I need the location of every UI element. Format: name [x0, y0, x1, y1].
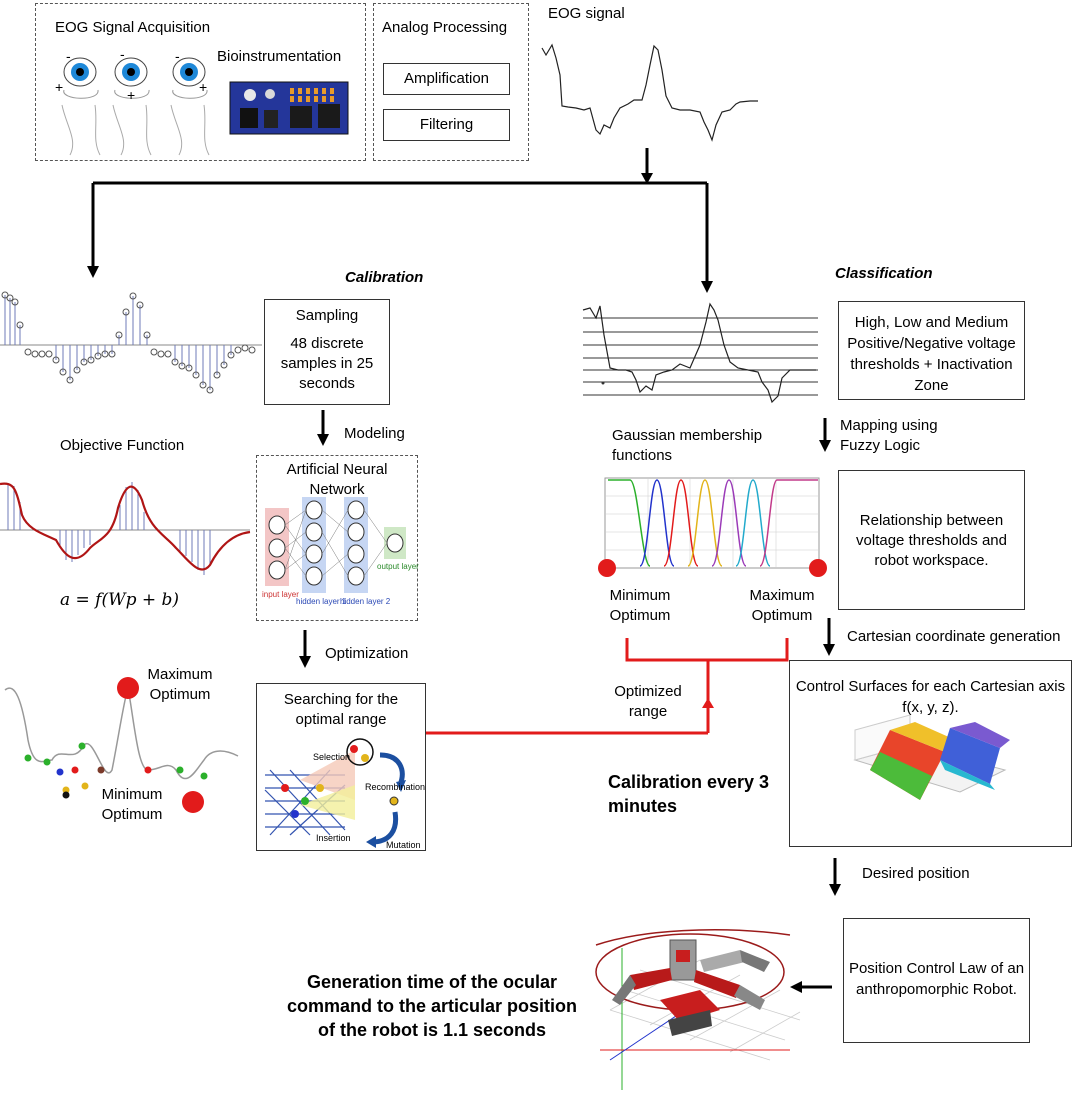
ga-mutation-label: Mutation — [386, 840, 421, 850]
optimized-range-label: Optimized range — [614, 683, 682, 720]
ann-formula: a = f(Wp + b) — [60, 590, 180, 610]
min-optimum-label-right: Minimum Optimum — [609, 587, 671, 624]
ga-recombination-label: Recombination — [365, 782, 426, 792]
classification-title: Classification — [835, 265, 933, 282]
sampled-stem-plot — [0, 291, 262, 394]
sampling-box — [264, 299, 390, 405]
sampling-detail: 48 discrete samples in 25 seconds — [280, 335, 374, 392]
optimization-curve — [4, 677, 239, 813]
sign-minus-2: - — [120, 46, 125, 62]
amplification-label: Amplification — [403, 70, 490, 87]
acquisition-title: EOG Signal Acquisition — [55, 19, 211, 36]
relationship-box — [838, 470, 1025, 610]
ga-selection-label: Selection — [313, 752, 351, 762]
max-optimum-label-left: Maximum Optimum — [147, 666, 213, 703]
min-optimum-label-left: Minimum Optimum — [101, 786, 163, 823]
genetic-algorithm-graphic — [264, 738, 406, 848]
position-control-label: Position Control Law of an anthropomorph… — [848, 960, 1025, 998]
search-title: Searching for the optimal range — [283, 691, 399, 728]
gaussian-label: Gaussian membership functions — [612, 427, 763, 464]
sign-minus-3: - — [175, 48, 180, 64]
objective-function-label: Objective Function — [60, 437, 185, 454]
analog-box — [373, 3, 529, 161]
control-surface-plot — [853, 714, 1010, 800]
sampling-label: Sampling — [295, 307, 359, 324]
ann-box — [256, 455, 418, 621]
ann-hidden-layer-1-label: hidden layer 1 — [296, 597, 347, 606]
eog-signal-label: EOG signal — [548, 5, 625, 22]
mapping-label: Mapping using Fuzzy Logic — [840, 417, 938, 454]
calibration-every-label: Calibration every 3 minutes — [608, 772, 770, 816]
relationship-label: Relationship between voltage thresholds … — [856, 512, 1007, 569]
ann-hidden-layer-2-label: hidden layer 2 — [340, 597, 391, 606]
robot-graphic — [595, 929, 801, 1090]
acquisition-box — [35, 3, 366, 161]
control-surfaces-label: Control Surfaces for each Cartesian axis… — [795, 678, 1066, 716]
eye-icon-3 — [170, 57, 210, 156]
sign-minus-1: - — [66, 48, 71, 64]
desired-position-label: Desired position — [862, 865, 970, 882]
sign-plus-1: + — [55, 79, 64, 95]
modeling-label: Modeling — [344, 425, 405, 442]
sign-plus-3: + — [199, 79, 208, 95]
optimization-label: Optimization — [325, 645, 409, 662]
eye-icon-2 — [112, 57, 152, 156]
classification-signal-plot — [582, 302, 818, 404]
filtering-box — [383, 109, 510, 141]
cartesian-label: Cartesian coordinate generation — [847, 628, 1061, 645]
ann-graphic — [265, 497, 406, 593]
eye-icon-1 — [61, 57, 101, 156]
max-optimum-label-right: Maximum Optimum — [749, 587, 815, 624]
top-connectors — [91, 148, 709, 283]
objective-function-plot — [0, 482, 251, 575]
filtering-label: Filtering — [419, 116, 474, 133]
bioinstrumentation-label: Bioinstrumentation — [217, 48, 342, 65]
ann-output-layer-label: output layer — [377, 562, 419, 571]
optimized-range-connector — [426, 638, 789, 735]
ann-input-layer-label: input layer — [262, 590, 299, 599]
ann-title: Artificial Neural Network — [286, 461, 388, 498]
eog-signal-trace — [541, 43, 758, 142]
circuit-board-icon — [229, 81, 349, 135]
calibration-title: Calibration — [345, 269, 424, 286]
thresholds-label: High, Low and Medium Positive/Negative v… — [847, 314, 1016, 394]
gaussian-membership-plot — [598, 477, 827, 577]
generation-time-label: Generation time of the ocular command to… — [286, 972, 578, 1040]
sign-plus-2: + — [127, 87, 136, 103]
ga-insertion-label: Insertion — [316, 833, 351, 843]
thresholds-box — [838, 301, 1025, 400]
position-control-box — [843, 918, 1030, 1043]
analog-title: Analog Processing — [382, 19, 508, 36]
amplification-box — [383, 63, 510, 95]
